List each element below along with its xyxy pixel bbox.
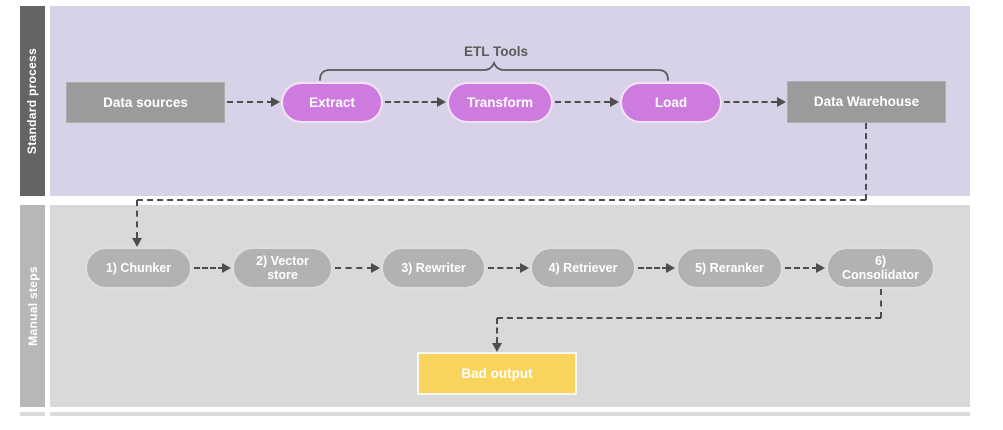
node-rewriter: 3) Rewriter [381,247,486,289]
connector-chunker-vector-line [194,267,224,269]
lane-label-manual-steps: Manual steps [25,266,40,346]
connector-rewriter-retriever-line [488,267,522,269]
next-lane-sidebar-strip [20,412,45,416]
connector-datasources-extract-arrowhead [271,97,280,107]
connector-warehouse-chunker-segment-across [137,199,866,201]
connector-warehouse-chunker-arrowhead [132,238,142,247]
connector-consolidator-badoutput-segment-into [496,318,498,343]
connector-warehouse-chunker-segment-into [136,200,138,238]
node-transform: Transform [447,82,553,123]
connector-transform-load-line [555,101,610,103]
lane-label-standard-process: Standard process [25,47,40,155]
node-retriever: 4) Retriever [530,247,636,289]
connector-consolidator-badoutput-segment-across [497,317,881,319]
connector-load-warehouse-arrowhead [777,97,786,107]
node-load: Load [620,82,722,123]
connector-datasources-extract-line [227,101,273,103]
node-bad-output: Bad output [417,352,577,395]
etl-tools-label: ETL Tools [464,44,528,59]
node-consolidator: 6) Consolidator [826,247,935,289]
connector-vector-rewriter-arrowhead [371,263,380,273]
connector-consolidator-badoutput-arrowhead [492,343,502,352]
node-vector-store: 2) Vector store [232,247,333,289]
node-extract: Extract [281,82,383,123]
lane-header-standard-process: Standard process [20,6,45,196]
next-lane-body-strip [50,412,970,416]
connector-extract-transform-arrowhead [437,97,446,107]
node-data-warehouse: Data Warehouse [787,81,946,123]
node-data-sources: Data sources [66,82,225,123]
connector-transform-load-arrowhead [610,97,619,107]
connector-retriever-reranker-line [638,267,668,269]
lane-header-manual-steps: Manual steps [20,205,45,407]
etl-tools-bracket [319,60,669,81]
connector-load-warehouse-line [724,101,777,103]
connector-rewriter-retriever-arrowhead [520,263,529,273]
connector-consolidator-badoutput-segment-down [880,289,882,318]
connector-reranker-consolidator-arrowhead [816,263,825,273]
connector-warehouse-chunker-segment-down [865,123,867,200]
node-reranker: 5) Reranker [676,247,783,289]
node-chunker: 1) Chunker [85,247,192,289]
connector-chunker-vector-arrowhead [222,263,231,273]
connector-vector-rewriter-line [335,267,373,269]
connector-retriever-reranker-arrowhead [666,263,675,273]
connector-extract-transform-line [385,101,437,103]
connector-reranker-consolidator-line [785,267,818,269]
